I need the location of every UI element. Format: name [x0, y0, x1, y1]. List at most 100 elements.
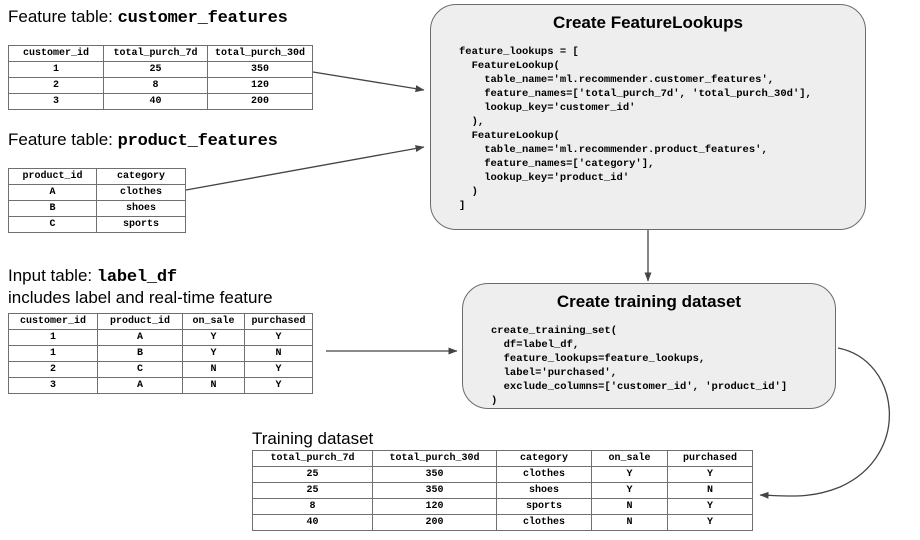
table-cell: A	[97, 377, 183, 394]
table-cell: Y	[182, 345, 245, 362]
table-cell: 2	[8, 361, 98, 378]
table-cell: Y	[591, 482, 668, 499]
training-dataset-caption: Training dataset	[252, 429, 374, 448]
table-row: 3 A N Y	[8, 377, 313, 394]
table-cell: Y	[244, 329, 313, 346]
table-row: 1 A Y Y	[8, 329, 313, 346]
column-header: on_sale	[591, 450, 668, 467]
table-cell: 25	[252, 482, 373, 499]
table-cell: 350	[207, 61, 313, 78]
table-row: 1 B Y N	[8, 345, 313, 362]
table-cell: B	[8, 200, 97, 217]
table-cell: Y	[244, 377, 313, 394]
label-df-caption: Input table: label_df	[8, 265, 177, 288]
column-header: product_id	[97, 313, 183, 330]
table-cell: Y	[182, 329, 245, 346]
arrow-customer-features-to-featurelookups	[312, 71, 425, 93]
product-features-caption: Feature table: product_features	[8, 129, 278, 152]
table-cell: N	[244, 345, 313, 362]
table-header-row: customer_id total_purch_7d total_purch_3…	[8, 45, 313, 62]
customer-features-caption-prefix: Feature table:	[8, 7, 118, 26]
column-header: purchased	[667, 450, 753, 467]
table-cell: 8	[252, 498, 373, 515]
table-row: 25 350 shoes Y N	[252, 482, 753, 499]
table-cell: Y	[667, 514, 753, 531]
column-header: purchased	[244, 313, 313, 330]
table-row: B shoes	[8, 200, 186, 217]
table-header-row: customer_id product_id on_sale purchased	[8, 313, 313, 330]
table-cell: A	[97, 329, 183, 346]
table-cell: Y	[591, 466, 668, 483]
column-header: on_sale	[182, 313, 245, 330]
table-cell: sports	[496, 498, 592, 515]
customer-features-caption-name: customer_features	[117, 9, 288, 28]
product-features-table: product_id category A clothes B shoes C …	[8, 168, 186, 233]
table-cell: 3	[8, 93, 104, 110]
column-header: total_purch_30d	[207, 45, 313, 62]
table-header-row: total_purch_7d total_purch_30d category …	[252, 450, 753, 467]
table-row: 3 40 200	[8, 93, 313, 110]
table-row: 2 C N Y	[8, 361, 313, 378]
table-cell: 1	[8, 345, 98, 362]
table-cell: shoes	[96, 200, 186, 217]
table-cell: N	[182, 377, 245, 394]
table-cell: C	[8, 216, 97, 233]
table-cell: 350	[372, 466, 497, 483]
table-cell: 1	[8, 61, 104, 78]
column-header: category	[496, 450, 592, 467]
table-cell: N	[182, 361, 245, 378]
table-row: 8 120 sports N Y	[252, 498, 753, 515]
column-header: total_purch_7d	[252, 450, 373, 467]
column-header: customer_id	[8, 45, 104, 62]
table-cell: N	[591, 498, 668, 515]
table-cell: N	[591, 514, 668, 531]
product-features-caption-name: product_features	[117, 132, 278, 151]
table-cell: 200	[372, 514, 497, 531]
table-cell: 350	[372, 482, 497, 499]
table-cell: 200	[207, 93, 313, 110]
table-row: 1 25 350	[8, 61, 313, 78]
table-row: A clothes	[8, 184, 186, 201]
table-header-row: product_id category	[8, 168, 186, 185]
table-cell: 25	[252, 466, 373, 483]
create-featurelookups-title: Create FeatureLookups	[553, 13, 743, 32]
table-cell: A	[8, 184, 97, 201]
table-cell: 25	[103, 61, 208, 78]
table-cell: clothes	[496, 514, 592, 531]
label-df-caption-line2: includes label and real-time feature	[8, 288, 273, 307]
create-featurelookups-code: feature_lookups = [ FeatureLookup( table…	[459, 46, 812, 212]
customer-features-caption: Feature table: customer_features	[8, 6, 288, 29]
table-cell: 120	[372, 498, 497, 515]
table-cell: Y	[667, 498, 753, 515]
create-featurelookups-box: Create FeatureLookups feature_lookups = …	[430, 4, 866, 230]
label-df-caption-name: label_df	[96, 268, 177, 287]
table-cell: 8	[103, 77, 208, 94]
table-cell: B	[97, 345, 183, 362]
table-row: 2 8 120	[8, 77, 313, 94]
customer-features-table: customer_id total_purch_7d total_purch_3…	[8, 45, 313, 110]
table-cell: 120	[207, 77, 313, 94]
table-cell: 3	[8, 377, 98, 394]
arrow-product-features-to-featurelookups	[185, 145, 425, 191]
table-cell: 40	[252, 514, 373, 531]
product-features-caption-prefix: Feature table:	[8, 130, 118, 149]
table-cell: Y	[667, 466, 753, 483]
table-cell: 1	[8, 329, 98, 346]
column-header: total_purch_7d	[103, 45, 208, 62]
create-training-dataset-title: Create training dataset	[556, 292, 742, 311]
table-cell: Y	[244, 361, 313, 378]
create-training-dataset-code: create_training_set( df=label_df, featur…	[491, 325, 788, 407]
table-cell: C	[97, 361, 183, 378]
table-cell: 2	[8, 77, 104, 94]
table-cell: N	[667, 482, 753, 499]
column-header: customer_id	[8, 313, 98, 330]
column-header: product_id	[8, 168, 97, 185]
table-cell: sports	[96, 216, 186, 233]
create-training-dataset-box: Create training dataset create_training_…	[462, 283, 836, 409]
label-df-caption-prefix: Input table:	[8, 266, 97, 285]
table-cell: clothes	[496, 466, 592, 483]
table-row: C sports	[8, 216, 186, 233]
table-cell: 40	[103, 93, 208, 110]
training-dataset-table: total_purch_7d total_purch_30d category …	[252, 450, 753, 531]
